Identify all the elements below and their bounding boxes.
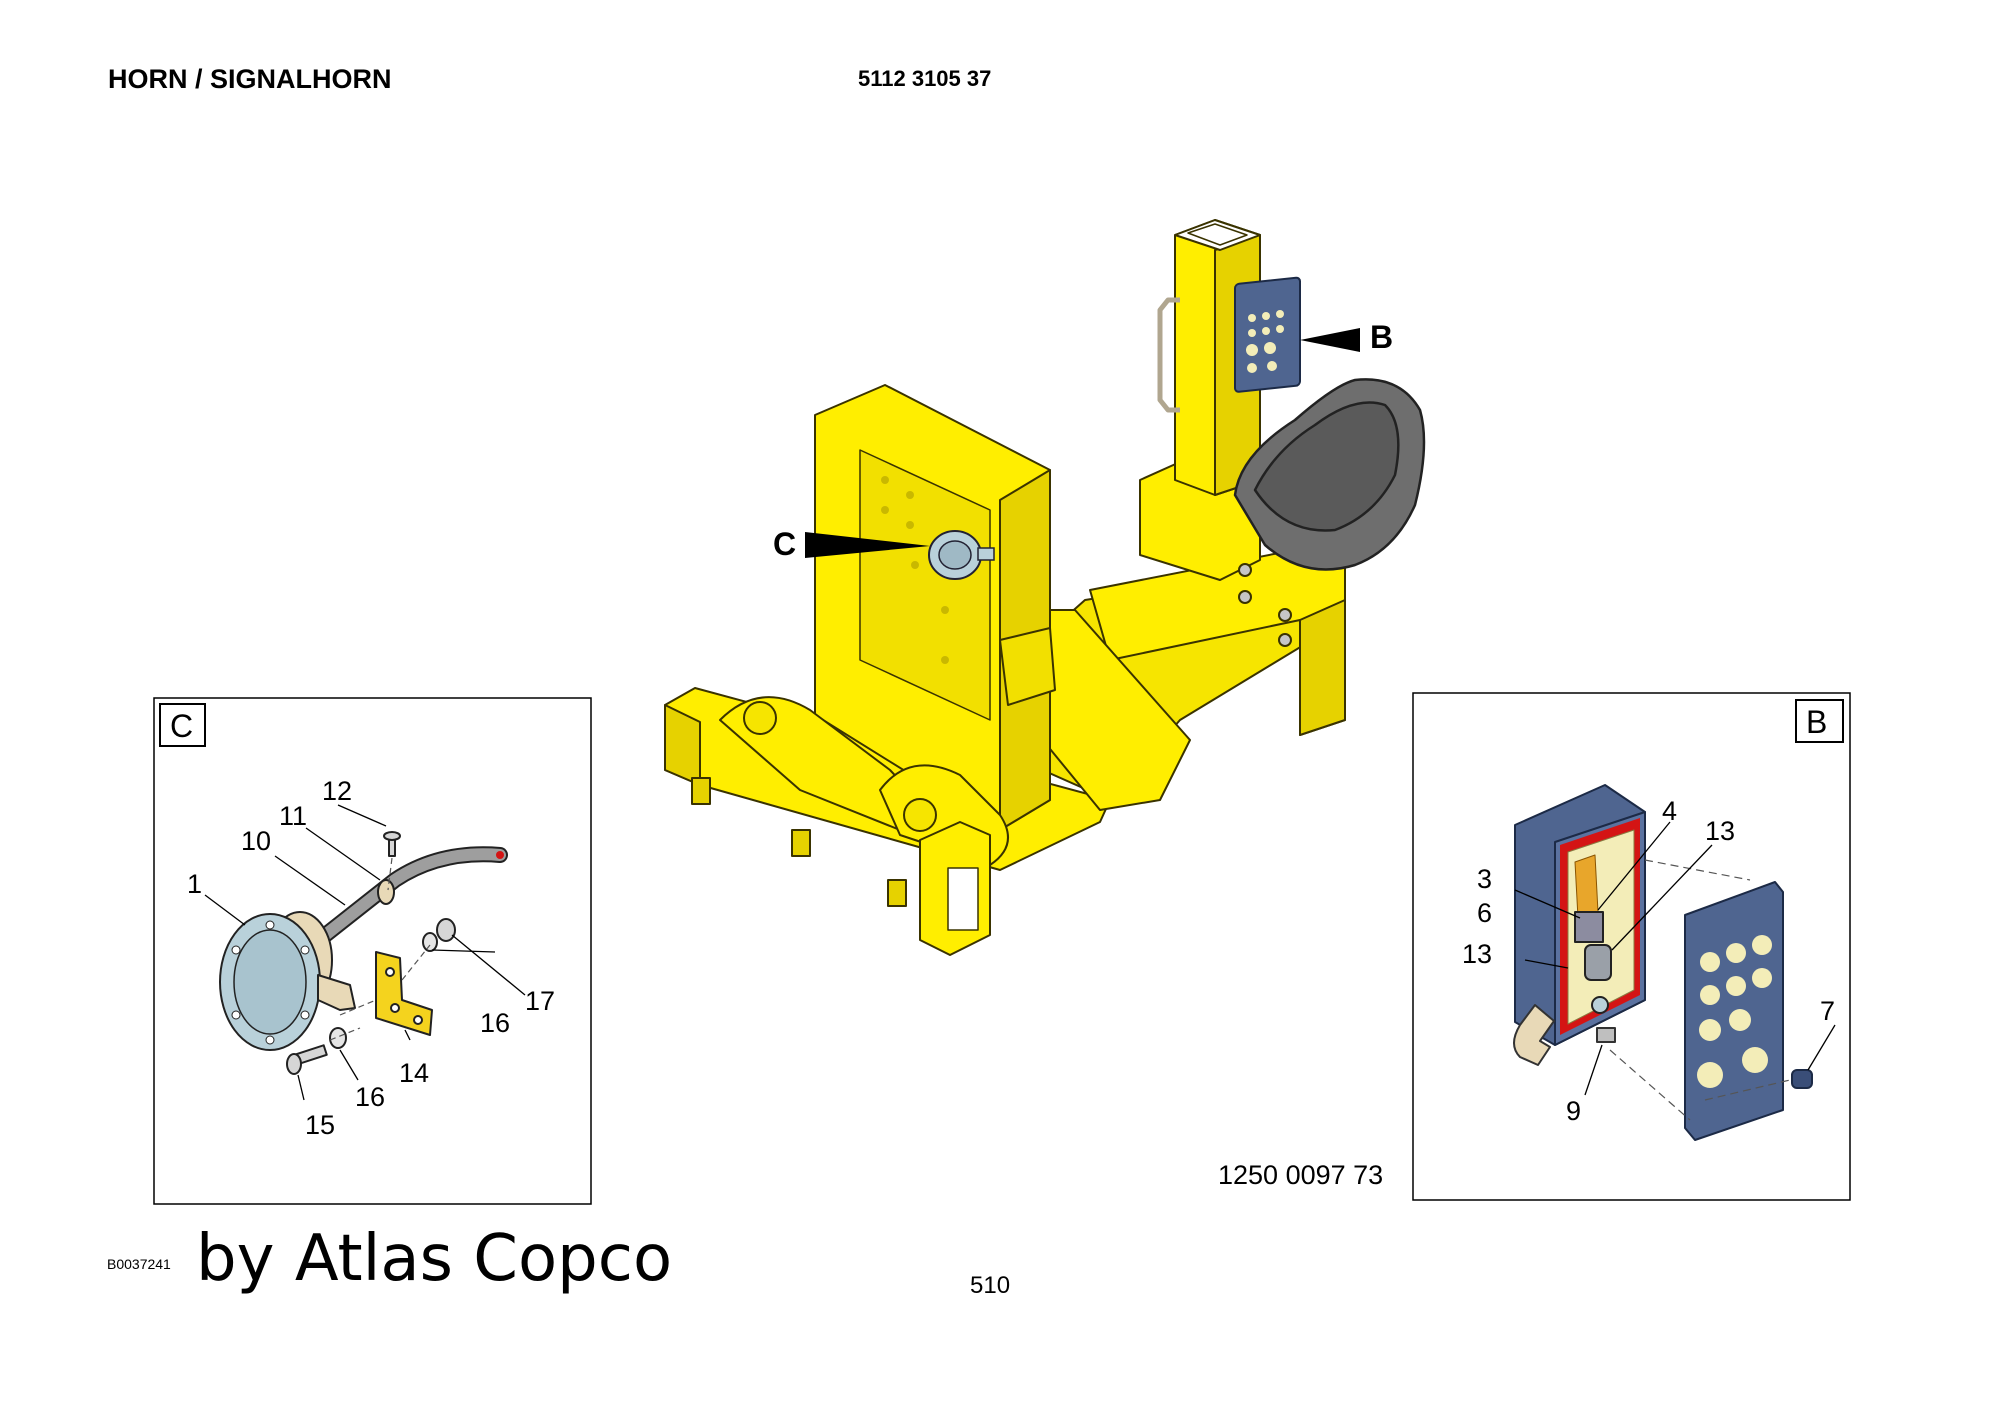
callout-c-arrow [805, 532, 930, 558]
seat [1233, 378, 1426, 571]
document-number: 5112 3105 37 [858, 66, 992, 91]
cable-elbow [1513, 1004, 1555, 1066]
machine-frame [664, 384, 1346, 956]
page-number: 510 [970, 1272, 1011, 1299]
label-1: 1 [187, 869, 202, 899]
grab-handle [1157, 297, 1180, 413]
label-15: 15 [305, 1110, 335, 1140]
label-13a: 13 [1462, 939, 1492, 969]
label-17: 17 [525, 986, 555, 1016]
label-9: 9 [1566, 1096, 1581, 1126]
watermark-text: by Atlas Copco [196, 1222, 673, 1296]
label-10: 10 [241, 826, 271, 856]
label-7: 7 [1820, 996, 1835, 1026]
bracket-14 [375, 951, 433, 1036]
label-16b: 16 [480, 1008, 510, 1038]
label-16a: 16 [355, 1082, 385, 1112]
detail-c-frame: C [153, 697, 592, 1205]
label-6: 6 [1477, 898, 1492, 928]
detail-b-frame: B [1412, 692, 1851, 1201]
callout-c-label: C [773, 526, 796, 562]
plate-window [859, 449, 991, 721]
detail-c-frame-label: C [170, 708, 193, 744]
detail-b-frame-label: B [1806, 704, 1827, 740]
page-title: HORN / SIGNALHORN [108, 64, 392, 94]
horn-exploded [219, 831, 508, 1075]
horn-on-frame [928, 530, 995, 580]
label-11: 11 [279, 801, 307, 831]
label-3: 3 [1477, 864, 1492, 894]
label-14: 14 [399, 1058, 429, 1088]
image-id: B0037241 [107, 1256, 171, 1272]
callout-b-arrow [1300, 328, 1360, 352]
callout-b-label: B [1370, 319, 1393, 355]
side-bracket [999, 627, 1056, 706]
terminal-block [1574, 854, 1599, 919]
main-control-panel-b [1234, 276, 1301, 393]
control-box-exploded [1513, 784, 1813, 1141]
figure-reference: 1250 0097 73 [1218, 1160, 1384, 1190]
cross-member-front [1299, 599, 1346, 736]
label-4: 4 [1662, 796, 1677, 826]
label-13b: 13 [1705, 816, 1735, 846]
label-12: 12 [322, 776, 352, 806]
